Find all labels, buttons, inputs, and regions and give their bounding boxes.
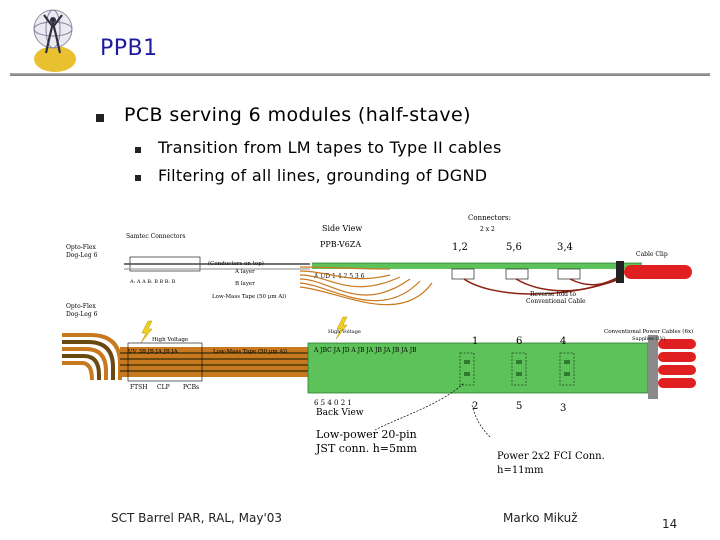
lm-tape-top-label: Low-Mass Tape (50 μm Al) (212, 293, 286, 300)
conn-number-bottom: 3 (560, 403, 566, 414)
conn-number-bottom: 5 (516, 401, 522, 412)
square-bullet-icon (135, 175, 141, 181)
connectors-sub-label: 2 x 2 (480, 226, 495, 233)
cable-clip-label: Cable Clip (636, 251, 668, 258)
back-view-label: Back View (316, 408, 364, 418)
samtec-connectors-label: Samtec Connectors (126, 233, 185, 240)
power-cables-sub-label: Supplies (LV) (632, 335, 666, 342)
slide-title: PPB1 (100, 36, 158, 61)
svg-text:A: A A B: B B B: B: A: A A B: B B B: B (129, 279, 176, 285)
conductors-label: (Conductors on top) (208, 260, 264, 267)
lm-tape-bottom-label: Low-Mass Tape (50 μm Al) (213, 348, 287, 355)
connectors-label: Connectors: (468, 214, 511, 222)
atlas-logo-icon (33, 9, 76, 72)
footer-author: Marko Mikuž (503, 511, 578, 525)
low-power-label-2: JST conn. h=5mm (315, 442, 417, 455)
svg-text:UV 3B JB JA JB JA: UV 3B JB JA JB JA (128, 349, 179, 355)
conn-group-label: 1,2 (452, 242, 468, 253)
dog-leg-top-label: Dog-Leg 6 (66, 252, 98, 259)
samtec-ftsh-label: FTSH (130, 384, 148, 391)
low-power-label-1: Low-power 20-pin (316, 428, 417, 441)
a-layer-label: A layer (234, 269, 255, 275)
high-voltage-label: High Voltage (152, 337, 188, 343)
conn-group-label: 3,4 (557, 242, 573, 253)
b-layer-label: B layer (235, 281, 255, 287)
lightning-bolt-icon (335, 316, 348, 340)
conn-number-top: 6 (516, 336, 522, 347)
power-fci-label-2: h=11mm (497, 465, 544, 476)
page-number: 14 (662, 517, 678, 531)
title-divider (10, 73, 710, 76)
conn-number-top: 1 (472, 336, 478, 347)
conn-group-label: 5,6 (506, 242, 522, 253)
sub-bullet-text: Filtering of all lines, grounding of DGN… (158, 166, 488, 185)
square-bullet-icon (135, 147, 141, 153)
ppb1-diagram: Samtec Connectors Opto-Flex Dog-Leg 6 A:… (62, 214, 696, 476)
dog-leg-bottom-label: Dog-Leg 6 (66, 311, 98, 318)
conn-number-bottom: 2 (472, 401, 478, 412)
board-name-label: PPB-V6ZA (320, 240, 361, 249)
conn-number-top: 4 (560, 336, 566, 347)
bullet-text: PCB serving 6 modules (half-stave) (124, 104, 471, 126)
power-cables-label: Conventional Power Cables (6x) (604, 328, 693, 335)
reverse-fold-label: Reverse fold to (530, 291, 576, 298)
opto-flex-bottom-label: Opto-Flex (66, 303, 96, 310)
samtec-clp-label: CLP (157, 384, 170, 391)
power-fci-label-1: Power 2x2 FCI Conn. (497, 451, 605, 462)
pin-labels: 6 5 4 0 2 1 (314, 399, 352, 407)
sub-bullet-text: Transition from LM tapes to Type II cabl… (158, 138, 502, 157)
svg-text:A JBC JA JD A JB JA JB JA JB: A JBC JA JD A JB JA JB JA JB JA JB (313, 347, 417, 354)
high-voltage-2-label: High Voltage (328, 329, 361, 335)
square-bullet-icon (96, 114, 104, 122)
footer-left: SCT Barrel PAR, RAL, May'03 (111, 511, 283, 525)
opto-flex-top-label: Opto-Flex (66, 244, 96, 251)
conventional-cable-label: Conventional Cable (526, 298, 586, 305)
pcbs-label: PCBs (183, 384, 199, 391)
side-view-label: Side View (322, 224, 362, 233)
lightning-bolt-icon (140, 320, 153, 344)
